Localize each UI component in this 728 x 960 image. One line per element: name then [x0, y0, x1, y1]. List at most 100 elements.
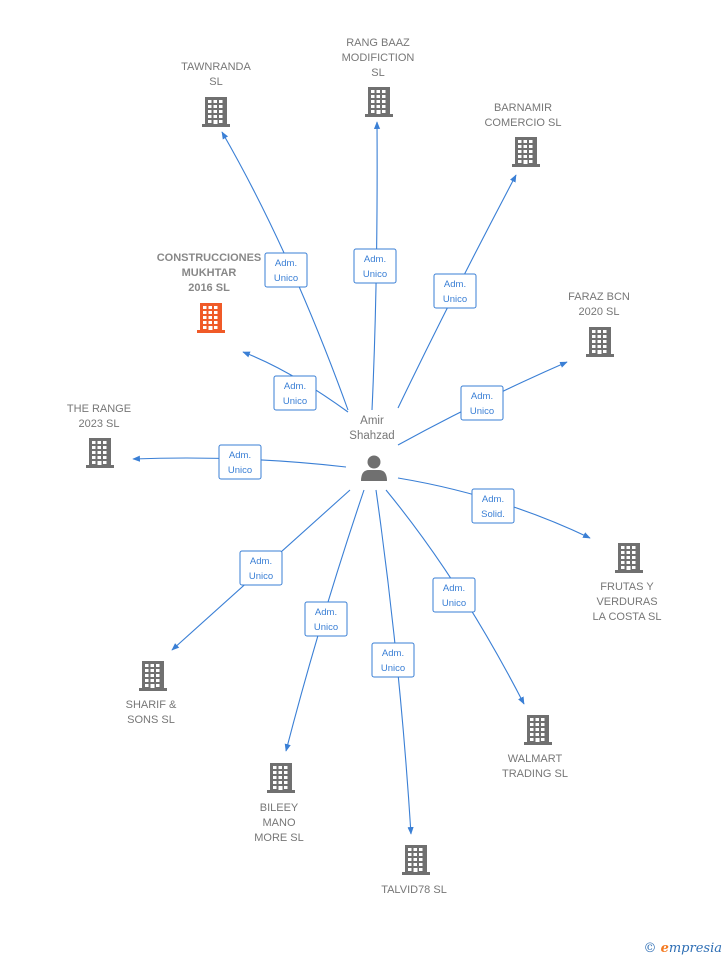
building-window: [382, 100, 386, 103]
role-badge-tawnranda[interactable]: Adm. Unico: [264, 252, 308, 288]
building-icon: [365, 87, 393, 117]
building-window: [597, 340, 601, 343]
company-label: CONSTRUCCIONES: [157, 252, 262, 264]
building-window: [597, 345, 601, 348]
building-door: [376, 110, 381, 114]
building-window: [213, 100, 217, 103]
role-text: Adm.: [443, 583, 465, 594]
building-window: [145, 679, 149, 682]
role-box: [471, 488, 515, 524]
role-text: Unico: [283, 396, 307, 407]
building-window: [413, 863, 417, 866]
role-text: Adm.: [229, 450, 251, 461]
role-badge-sharif[interactable]: Adm.Unico: [239, 550, 283, 586]
building-window: [145, 684, 149, 687]
building-window: [150, 669, 154, 672]
building-window: [213, 105, 217, 108]
building-window: [530, 723, 534, 726]
building-window: [213, 115, 217, 118]
building-window: [408, 848, 412, 851]
building-icon: [586, 327, 614, 357]
company-label: 2016 SL: [188, 282, 230, 294]
building-window: [208, 100, 212, 103]
building-window: [208, 120, 212, 123]
role-text: Unico: [274, 273, 298, 284]
company-node-sharif[interactable]: SHARIF &SONS SL: [126, 661, 177, 726]
role-badge-bileey[interactable]: Adm.Unico: [304, 601, 348, 637]
role-badge-rang-baaz[interactable]: Adm.Unico: [353, 248, 397, 284]
building-window: [273, 766, 277, 769]
building-window: [419, 868, 423, 871]
building-window: [603, 350, 607, 353]
building-window: [535, 723, 539, 726]
role-box: [353, 248, 397, 284]
company-label: MORE SL: [254, 832, 304, 844]
building-window: [523, 145, 527, 148]
company-label: 2020 SL: [579, 306, 620, 318]
building-icon: [615, 543, 643, 573]
role-badge-walmart[interactable]: Adm.Unico: [432, 577, 476, 613]
building-window: [592, 330, 596, 333]
building-window: [371, 110, 375, 113]
building-window: [541, 738, 545, 741]
building-window: [208, 311, 212, 314]
role-text: Adm.: [250, 556, 272, 567]
building-window: [621, 546, 625, 549]
building-window: [621, 551, 625, 554]
role-box: [371, 642, 415, 678]
building-base: [86, 465, 114, 468]
company-label: COMERCIO SL: [484, 117, 561, 129]
company-label: TAWNRANDA: [181, 61, 251, 73]
role-badge-talvid78[interactable]: Adm.Unico: [371, 642, 415, 678]
company-label: MODIFICTION: [342, 52, 415, 64]
role-badge-the-range[interactable]: Adm.Unico: [218, 444, 262, 480]
building-icon: [512, 137, 540, 167]
role-badge-construcciones[interactable]: Adm.Unico: [273, 375, 317, 411]
building-window: [219, 120, 223, 123]
company-label: FARAZ BCN: [568, 291, 630, 303]
building-window: [632, 556, 636, 559]
company-label: MUKHTAR: [182, 267, 237, 279]
building-window: [284, 786, 288, 789]
building-window: [92, 461, 96, 464]
building-icon: [139, 661, 167, 691]
building-window: [273, 771, 277, 774]
person-head: [367, 455, 381, 469]
building-window: [518, 145, 522, 148]
company-node-faraz[interactable]: FARAZ BCN 2020 SL: [568, 291, 630, 357]
company-node-construcciones[interactable]: CONSTRUCCIONES MUKHTAR 2016 SL: [157, 252, 262, 333]
building-window: [419, 848, 423, 851]
role-text: Adm.: [471, 391, 493, 402]
building-window: [208, 115, 212, 118]
company-label: LA COSTA SL: [593, 611, 662, 623]
building-window: [592, 340, 596, 343]
building-window: [208, 105, 212, 108]
building-window: [621, 561, 625, 564]
role-text: Adm.: [275, 258, 297, 269]
building-window: [603, 335, 607, 338]
building-window: [203, 306, 207, 309]
role-text: Solid.: [481, 509, 505, 520]
building-window: [376, 90, 380, 93]
building-window: [518, 150, 522, 153]
building-window: [203, 321, 207, 324]
role-box: [264, 252, 308, 288]
building-window: [541, 723, 545, 726]
building-door: [523, 160, 528, 164]
building-window: [284, 766, 288, 769]
building-window: [97, 446, 101, 449]
role-badge-faraz[interactable]: Adm.Unico: [460, 385, 504, 421]
company-node-talvid78[interactable]: TALVID78 SL: [381, 845, 447, 896]
role-badge-frutas[interactable]: Adm.Solid.: [471, 488, 515, 524]
role-badge-barnamir[interactable]: Adm.Unico: [433, 273, 477, 309]
building-window: [413, 853, 417, 856]
